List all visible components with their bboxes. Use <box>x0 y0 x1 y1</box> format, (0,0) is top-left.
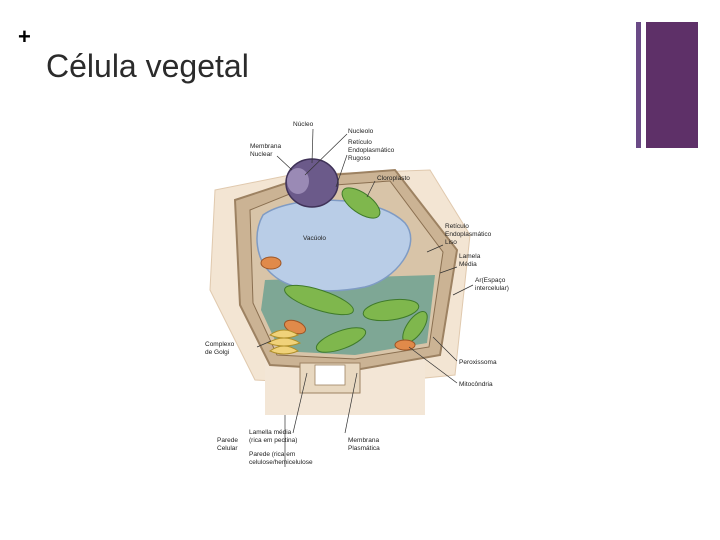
slide-title: Célula vegetal <box>46 48 249 84</box>
label-parede-celulose-1: Parede (rica em <box>249 451 296 458</box>
label-golgi-2: de Golgi <box>205 349 230 356</box>
label-membrana-plasmatica-2: Plasmática <box>348 445 380 452</box>
label-ar-1: Ar(Espaço <box>475 277 506 284</box>
chloroplast-3 <box>362 298 420 322</box>
label-lamela-media-pectina-2: (rica em pectina) <box>249 437 298 444</box>
label-golgi-1: Complexo <box>205 341 235 348</box>
chloroplast-1 <box>341 187 381 219</box>
label-cloroplasto: Cloroplasto <box>377 175 410 182</box>
label-membrana-nuclear-2: Nuclear <box>250 151 273 158</box>
chloroplast-4 <box>315 327 367 353</box>
chloroplast-2 <box>284 284 354 316</box>
golgi-apparatus <box>266 329 302 355</box>
label-parede-celular-2: Celular <box>217 445 238 452</box>
label-membrana-plasmatica-1: Membrana <box>348 437 380 444</box>
label-rer-2: Endoplasmático <box>348 147 395 154</box>
label-rer-1: Retículo <box>348 139 372 146</box>
label-lamela-media-pectina-1: Lamella média <box>249 429 292 436</box>
label-nucleo: Núcleo <box>293 121 314 128</box>
label-rel-3: Liso <box>445 239 457 246</box>
nucleolus <box>287 168 309 194</box>
plus-icon: + <box>18 24 31 49</box>
mitochondrion-3 <box>394 339 416 351</box>
label-lamela-media-2: Média <box>459 261 477 268</box>
mitochondrion-1 <box>260 256 282 270</box>
label-peroxissoma: Peroxissoma <box>459 359 497 366</box>
accent-bar-block <box>646 22 698 148</box>
label-mitocondria: Mitocôndria <box>459 381 493 388</box>
accent-bar-thin <box>636 22 641 148</box>
label-nucleolo: Nucleolo <box>348 128 374 135</box>
label-vacuolo: Vacúolo <box>303 235 327 242</box>
label-ar-2: intercelular) <box>475 285 509 292</box>
label-rer-3: Rugoso <box>348 155 371 162</box>
label-lamela-media-1: Lamela <box>459 253 481 260</box>
leader-lines <box>256 128 474 467</box>
plant-cell-illustration <box>209 128 474 467</box>
vacuole <box>256 199 412 292</box>
label-membrana-nuclear-1: Membrana <box>250 143 282 150</box>
label-parede-celular-1: Parede <box>217 437 238 444</box>
label-rel-2: Endoplasmático <box>445 231 492 238</box>
label-rel-1: Retículo <box>445 223 469 230</box>
plant-cell-diagram: Núcleo Nucleolo Membrana Nuclear Retícul… <box>195 115 525 475</box>
label-parede-celulose-2: celulose/hemicelulose <box>249 459 313 466</box>
pit-opening <box>314 364 346 386</box>
